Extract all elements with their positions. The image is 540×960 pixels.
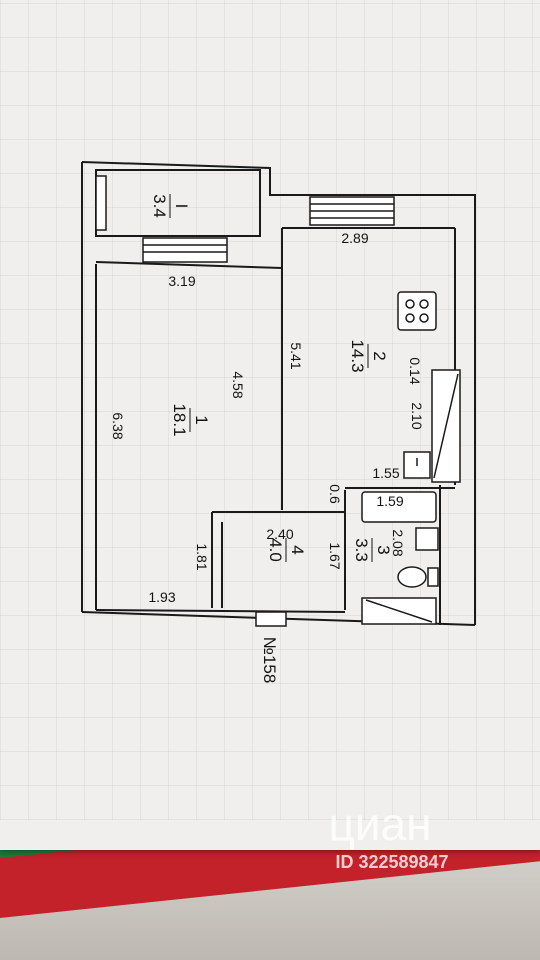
room-area: 18.1 — [170, 403, 189, 436]
balcony-window[interactable] — [95, 175, 107, 231]
wall-room1-top — [95, 261, 283, 269]
dimension-label: 0.6 — [327, 484, 343, 504]
room-area: 3.3 — [352, 538, 371, 562]
room-area: 4.0 — [266, 538, 285, 562]
dimension-label: 2.40 — [266, 526, 293, 542]
fixtures — [255, 291, 461, 627]
dimension-label: 1.67 — [327, 542, 343, 569]
dimension-label: 3.19 — [168, 273, 195, 289]
dimension-label: 0.14 — [407, 357, 423, 384]
room-number: 4 — [288, 545, 307, 554]
room-number: 2 — [370, 351, 389, 360]
dimension-label: 1.55 — [372, 465, 399, 481]
watermark: циан ID 322589847 — [328, 798, 448, 872]
room-window[interactable] — [142, 237, 228, 263]
door-frame-diagonal — [365, 599, 433, 623]
room-number: 3 — [374, 545, 393, 554]
room-number: I — [172, 204, 191, 209]
dimension-label: 1.81 — [194, 543, 210, 570]
dimension-label: 2.89 — [341, 230, 368, 246]
bathroom-sink-icon — [415, 527, 439, 551]
dimension-label: 4.58 — [230, 371, 246, 398]
dimension-label: 5.41 — [288, 342, 304, 369]
dimension-label: 6.38 — [110, 412, 126, 439]
room-3-label: 3 3.3 — [352, 538, 393, 562]
room-labels: 1 18.1 2 14.3 3 3.3 4 4.0 I 3.4 — [150, 194, 393, 562]
wall-top — [81, 161, 476, 222]
entry-door-icon — [255, 611, 287, 627]
toilet-icon — [397, 566, 427, 588]
windows — [95, 175, 395, 263]
burner-icon — [405, 313, 415, 323]
room-1-label: 1 18.1 — [170, 403, 211, 436]
watermark-id: ID 322589847 — [335, 852, 448, 872]
burner-icon — [405, 299, 415, 309]
dimension-label: 1.59 — [376, 493, 403, 509]
wall-bottom-inner — [95, 609, 346, 613]
burner-icon — [419, 299, 429, 309]
stove-icon — [397, 291, 437, 331]
burner-icon — [419, 313, 429, 323]
counter-diagonal — [433, 373, 459, 479]
toilet-tank-icon — [427, 567, 439, 587]
apartment-number: №158 — [260, 637, 279, 684]
bathtub-icon — [361, 491, 437, 523]
dimension-label: 1.93 — [148, 589, 175, 605]
kitchen-sink-icon — [403, 451, 431, 479]
balcony-label: I 3.4 — [150, 194, 191, 218]
room-area: 3.4 — [150, 194, 169, 218]
room-number: 1 — [192, 415, 211, 424]
dimension-label: 2.10 — [409, 402, 425, 429]
dimension-label: 2.08 — [390, 529, 406, 556]
room-4-label: 4 4.0 — [266, 538, 307, 562]
watermark-brand: циан — [328, 798, 431, 850]
dimension-labels: 2.89 3.19 5.41 4.58 6.38 0.14 2.10 1.55 … — [110, 230, 425, 605]
room-area: 14.3 — [348, 339, 367, 372]
room-2-label: 2 14.3 — [348, 339, 389, 372]
